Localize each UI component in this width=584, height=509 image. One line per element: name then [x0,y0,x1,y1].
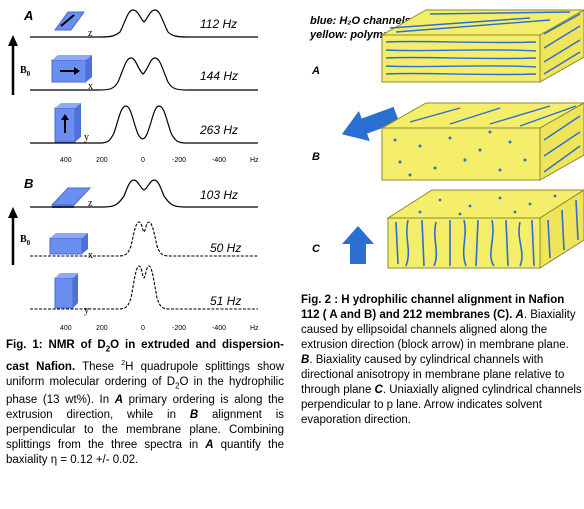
splitting-b-z: 103 Hz [200,188,238,202]
fig2-label-a: A [311,65,320,77]
fig1-caption: Fig. 1: NMR of D2O in extruded and dispe… [6,339,285,467]
splitting-b-y: 51 Hz [210,294,241,308]
axis-label-b-y: y [84,305,89,316]
axis-label-a-x: x [88,81,93,92]
fig2-caption: Fig. 2 : H ydrophilic channel alignment … [301,294,582,426]
fig1-panel-b-letter: B [24,176,33,191]
cube-b-y [54,273,78,309]
tick-b-0: 0 [141,325,145,332]
fig2-graphic: blue: H₂O channels yellow: polymer A [309,9,584,269]
tick-a-0: 0 [141,157,145,164]
fig2-label-b: B [312,151,320,163]
spectrum-a-y [30,105,258,144]
fig1-panel: A B0 z x y 112 Hz [0,0,288,336]
tick-a-neg400: -400 [212,157,226,164]
fig1-spectra-graphic: A B0 z x y 112 Hz [8,8,259,332]
b0-label-a: B0 [20,65,31,78]
tick-a-400: 400 [60,157,72,164]
tick-b-200: 200 [96,325,108,332]
b0-arrowhead-a [8,35,18,46]
cube-a-y [54,103,81,143]
extrusion-arrow [341,106,400,142]
tick-a-200: 200 [96,157,108,164]
fig2-caption-title: Fig. 2 : H ydrophilic channel alignment … [301,294,565,321]
axis-label-a-z: z [88,28,93,39]
legend-yellow: yellow: polymer [309,29,394,41]
cube-b-z [50,187,92,208]
cube-a-z [54,11,85,31]
cube-a-x [51,55,92,83]
tick-b-hz: Hz [250,325,259,332]
slab-a [380,9,584,83]
b0-arrowhead-b [8,207,18,218]
fig2-panel: blue: H₂O channels yellow: polymer A [300,0,584,290]
splitting-a-z: 112 Hz [200,17,237,31]
spectrum-b-y [30,265,258,310]
fig2-label-c: C [312,243,321,255]
tick-b-neg400: -400 [212,325,226,332]
axis-label-b-z: z [88,198,93,209]
fig1-caption-title: Fig. 1: NMR of D2O in extruded and dispe… [6,339,284,374]
spectrum-b-x [30,221,258,257]
splitting-a-y: 263 Hz [199,123,238,137]
spectrum-b-z [30,179,258,208]
tick-labels-a: 400 200 0 -200 -400 Hz [60,157,259,164]
tick-b-400: 400 [60,325,72,332]
splitting-b-x: 50 Hz [210,241,241,255]
cube-b-x [49,233,88,255]
spectrum-a-x [30,57,258,91]
evaporation-arrow [342,226,374,264]
b0-label-b: B0 [20,234,31,247]
slab-b [380,102,584,181]
splitting-a-x: 144 Hz [200,69,238,83]
tick-b-neg200: -200 [172,325,186,332]
tick-a-hz: Hz [250,157,259,164]
spectrum-a-z [30,9,258,38]
tick-labels-b: 400 200 0 -200 -400 Hz [60,325,259,332]
legend-blue: blue: H₂O channels [310,15,411,27]
fig1-panel-a-letter: A [23,8,33,23]
axis-label-a-y: y [84,132,89,143]
slab-c [386,189,584,269]
tick-a-neg200: -200 [172,157,186,164]
